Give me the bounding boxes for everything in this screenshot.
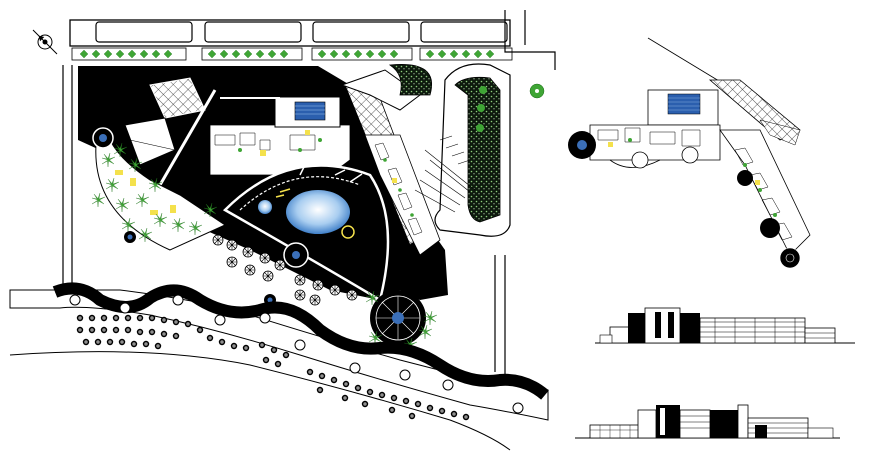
garden-lawn <box>91 127 227 251</box>
side-elevation <box>575 404 840 439</box>
north-arrow-icon <box>32 29 58 55</box>
parking-planter-strip <box>71 47 513 61</box>
site-boundary <box>62 10 556 380</box>
front-elevation <box>595 307 855 344</box>
parking-lot <box>340 63 545 237</box>
site-plan <box>9 10 556 451</box>
jacuzzi <box>258 200 272 214</box>
swimming-pool <box>286 190 350 234</box>
main-building <box>209 96 351 176</box>
pool-deck <box>222 164 390 302</box>
round-pavilion <box>365 290 438 353</box>
promenade <box>9 282 549 451</box>
guest-wing <box>344 84 441 256</box>
tennis-court <box>124 77 206 166</box>
key-plan <box>568 37 811 269</box>
walkway-diagonal <box>158 89 217 186</box>
parking-row <box>69 19 511 47</box>
